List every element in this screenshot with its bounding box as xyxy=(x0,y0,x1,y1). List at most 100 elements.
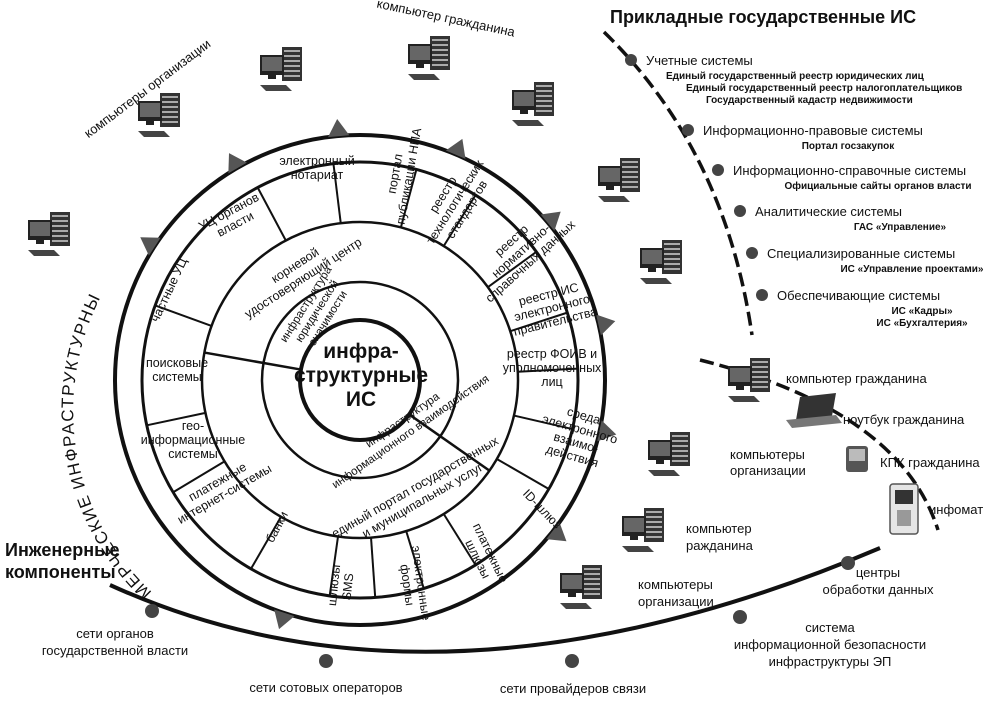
eng-providers: сети провайдеров связи xyxy=(500,681,646,696)
svg-text:компьютеры: компьютеры xyxy=(730,447,805,462)
svg-text:сети органов: сети органов xyxy=(76,626,154,641)
svg-text:системы: системы xyxy=(152,370,202,384)
node-dot-icon xyxy=(733,610,747,624)
pointer-icon xyxy=(546,522,567,542)
svg-text:Обеспечивающие системы: Обеспечивающие системы xyxy=(777,288,940,303)
svg-text:компоненты: компоненты xyxy=(5,562,116,582)
svg-text:система: система xyxy=(805,620,855,635)
svg-text:структурные: структурные xyxy=(294,364,428,387)
pda-icon xyxy=(846,446,868,472)
svg-text:уполномоченных: уполномоченных xyxy=(503,361,602,375)
computer-icon xyxy=(408,36,450,80)
svg-text:ИС «Бухгалтерия»: ИС «Бухгалтерия» xyxy=(876,318,968,329)
svg-text:гео-: гео- xyxy=(182,419,204,433)
svg-text:Государственный кадастр недвиж: Государственный кадастр недвижимости xyxy=(706,95,913,106)
applied-systems-title: Прикладные государственные ИС xyxy=(610,7,916,27)
node-dot-icon xyxy=(734,205,746,217)
svg-text:Информационно-правовые системы: Информационно-правовые системы xyxy=(703,123,923,138)
org-computers-label: компьютеры организации xyxy=(81,36,213,141)
node-dot-icon xyxy=(746,247,758,259)
center-label: инфра- структурные ИС xyxy=(294,340,428,411)
computer-icon xyxy=(260,47,302,91)
computer-icon xyxy=(640,240,682,284)
svg-text:Портал госзакупок: Портал госзакупок xyxy=(802,141,896,152)
svg-text:организации: организации xyxy=(638,594,714,609)
laptop-icon xyxy=(786,393,842,428)
eng-gov-networks: сети органов государственной власти xyxy=(42,626,188,658)
pointer-icon xyxy=(228,153,247,174)
svg-text:инфраструктуры ЭП: инфраструктуры ЭП xyxy=(769,654,892,669)
svg-text:компьютеры организации: компьютеры организации xyxy=(81,36,213,141)
device-infomat: инфомат xyxy=(929,502,983,517)
device-citizen-laptop: ноутбук гражданина xyxy=(843,412,965,427)
pointer-icon xyxy=(540,211,561,231)
computer-icon xyxy=(598,158,640,202)
node-dot-icon xyxy=(565,654,579,668)
infomat-icon xyxy=(889,483,919,535)
svg-text:ИС «Кадры»: ИС «Кадры» xyxy=(891,306,953,317)
eng-cellular: сети сотовых операторов xyxy=(249,680,402,695)
svg-text:Единый государственный реестр: Единый государственный реестр налогоплат… xyxy=(686,83,962,94)
applied-group: Обеспечивающие системы ИС «Кадры»ИС «Бухг… xyxy=(756,288,968,329)
pointer-icon xyxy=(597,420,617,442)
pointer-icon xyxy=(328,118,350,138)
engineering-nodes xyxy=(145,556,855,668)
svg-text:центры: центры xyxy=(856,565,900,580)
svg-text:электронный: электронный xyxy=(279,154,354,168)
svg-text:Учетные системы: Учетные системы xyxy=(646,53,753,68)
node-dot-icon xyxy=(682,124,694,136)
svg-text:информационные: информационные xyxy=(141,433,246,447)
svg-text:Единый государственный реестр: Единый государственный реестр юридически… xyxy=(666,71,925,82)
ring-pointers xyxy=(140,118,617,630)
device-org-computers-2: компьютеры организации xyxy=(638,577,714,609)
pointer-icon xyxy=(140,237,161,256)
svg-text:компьютер гражданина: компьютер гражданина xyxy=(376,0,518,40)
engineering-arc xyxy=(109,546,881,654)
computer-icon xyxy=(648,432,690,476)
computer-icon xyxy=(28,212,70,256)
svg-text:государственной власти: государственной власти xyxy=(42,643,188,658)
node-dot-icon xyxy=(756,289,768,301)
device-org-computers-1: компьютеры организации xyxy=(730,447,806,478)
svg-text:информационной безопасности: информационной безопасности xyxy=(734,637,926,652)
svg-text:реестр ФОИВ и: реестр ФОИВ и xyxy=(507,347,597,361)
svg-text:портал: портал xyxy=(385,153,406,195)
svg-text:SMS: SMS xyxy=(340,573,357,601)
pointer-icon xyxy=(445,138,466,159)
svg-text:поисковые: поисковые xyxy=(146,356,208,370)
inner-ring-dividers xyxy=(204,351,491,472)
svg-text:Официальные сайты органов влас: Официальные сайты органов власти xyxy=(784,180,971,192)
svg-text:ИС «Управление проектами»: ИС «Управление проектами» xyxy=(840,264,983,275)
pointer-icon xyxy=(274,609,295,630)
device-citizen-computer: компьютер гражданина xyxy=(786,371,927,386)
node-dot-icon xyxy=(319,654,333,668)
svg-text:Информационно-справочные систе: Информационно-справочные системы xyxy=(733,163,966,178)
svg-text:организации: организации xyxy=(730,463,806,478)
svg-text:лиц: лиц xyxy=(541,375,562,389)
svg-text:Аналитические системы: Аналитические системы xyxy=(755,204,902,219)
eng-datacenters: центры обработки данных xyxy=(822,565,934,597)
applied-group: Информационно-справочные системыОфициаль… xyxy=(712,163,972,192)
svg-text:нотариат: нотариат xyxy=(291,168,344,182)
engineering-title: Инженерные компоненты xyxy=(5,540,119,582)
svg-text:компьютеры: компьютеры xyxy=(638,577,713,592)
svg-text:формы: формы xyxy=(397,563,417,606)
computer-icon xyxy=(622,508,664,552)
svg-text:обработки данных: обработки данных xyxy=(822,582,934,597)
node-dot-icon xyxy=(712,164,724,176)
citizen-computer-top-label: компьютер гражданина xyxy=(376,0,518,40)
node-dot-icon xyxy=(625,54,637,66)
node-dot-icon xyxy=(145,604,159,618)
svg-text:Инженерные: Инженерные xyxy=(5,540,119,560)
main-circle xyxy=(113,118,617,630)
